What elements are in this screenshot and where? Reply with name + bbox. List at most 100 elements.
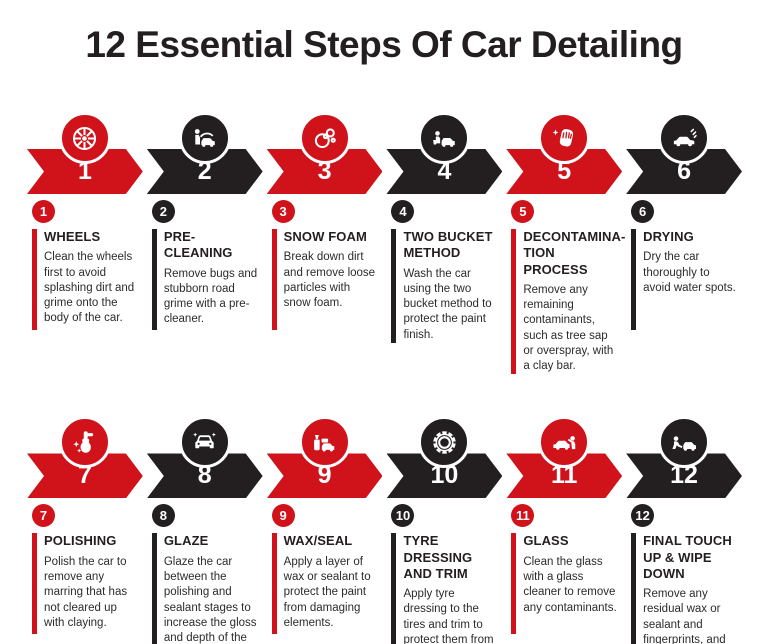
step-badge: 7 — [32, 504, 55, 528]
step-badge: 8 — [151, 504, 175, 528]
step-badge: 3 — [271, 200, 295, 223]
step-icon-wrap — [626, 416, 742, 469]
step-description: Remove any residual wax or sealant and f… — [643, 588, 726, 644]
step-number: 9 — [317, 461, 332, 490]
step-number: 5 — [557, 157, 572, 185]
step-number: 8 — [197, 461, 212, 490]
step-title: SNOW FOAM — [283, 229, 367, 244]
final-wipe-icon — [658, 416, 711, 469]
step-description: Apply a layer of wax or sealant to prote… — [283, 555, 371, 629]
step-title: DRYING — [643, 229, 694, 244]
step-number: 2 — [197, 157, 212, 185]
step-number: 4 — [437, 157, 452, 185]
step-banner: 9 — [267, 453, 383, 498]
step-text-block: DRYING Dry the car thoroughly to avoid wa… — [631, 229, 739, 330]
step-description: Dry the car thoroughly to avoid water sp… — [643, 251, 736, 294]
step-text-block: WAX/SEAL Apply a layer of wax or sealant … — [271, 533, 380, 635]
step-text-block: FINAL TOUCH UP & WIPE DOWN Remove any res… — [631, 533, 739, 644]
step-text-block: SNOW FOAM Break down dirt and remove loos… — [271, 229, 380, 330]
page-title: 12 Essential Steps Of Car Detailing — [85, 24, 683, 65]
step-icon-wrap — [386, 112, 502, 164]
step-description: Remove bugs and stubborn road grime with… — [163, 267, 258, 326]
step-icon-wrap — [506, 112, 622, 164]
step-text-block: GLASS Clean the glass with a glass cleane… — [511, 533, 619, 635]
step-badge: 6 — [631, 200, 655, 223]
cleaning-mitt-icon — [538, 112, 591, 164]
step-badge: 4 — [391, 200, 415, 223]
step-icon-wrap — [506, 416, 622, 469]
step-title: TYRE DRESSING AND TRIM — [403, 533, 473, 581]
shiny-car-icon — [178, 416, 231, 469]
step-description: Clean the wheels first to avoid splashin… — [44, 251, 135, 325]
car-drying-icon — [658, 112, 711, 164]
step-title: WAX/SEAL — [283, 533, 353, 549]
person-washing-car-icon — [178, 112, 231, 164]
step-description: Polish the car to remove any marring tha… — [44, 555, 128, 629]
step-number: 6 — [677, 157, 691, 185]
step-icon-wrap — [267, 112, 383, 164]
step-badge: 12 — [631, 504, 655, 528]
step-banner: 8 — [147, 453, 263, 498]
bucket-wash-icon — [418, 112, 471, 164]
step-title: GLASS — [523, 533, 569, 549]
wax-bottle-car-icon — [298, 416, 351, 469]
step-text-block: WHEELS Clean the wheels first to avoid sp… — [32, 229, 140, 330]
step-number: 3 — [317, 157, 332, 185]
step-icon-wrap — [147, 416, 263, 469]
wheel-icon — [58, 112, 111, 164]
step-title: TWO BUCKET METHOD — [403, 229, 493, 261]
step-description: Break down dirt and remove loose particl… — [283, 251, 376, 310]
step-description: Apply tyre dressing to the tires and tri… — [403, 588, 494, 644]
step-icon-wrap — [147, 112, 263, 164]
step-description: Clean the glass with a glass cleaner to … — [523, 555, 617, 614]
step-title: PRE-CLEANING — [163, 229, 233, 261]
step-badge: 2 — [151, 200, 175, 223]
step-badge: 9 — [271, 504, 295, 528]
step-text-block: TYRE DRESSING AND TRIM Apply tyre dressin… — [391, 533, 499, 644]
glass-cleaning-icon — [538, 416, 591, 469]
step-number: 7 — [77, 461, 92, 490]
polisher-icon — [58, 416, 111, 469]
step-badge: 10 — [391, 504, 415, 528]
step-text-block: TWO BUCKET METHOD Wash the car using the … — [391, 229, 499, 343]
step-description: Remove any remaining contaminants, such … — [523, 283, 614, 373]
step-icon-wrap — [626, 112, 742, 164]
step-badge: 11 — [511, 504, 535, 528]
step-icon-wrap — [267, 416, 383, 469]
step-icon-wrap — [27, 112, 143, 164]
step-text-block: PRE-CLEANING Remove bugs and stubborn roa… — [151, 229, 260, 330]
tire-icon — [418, 416, 471, 469]
step-description: Wash the car using the two bucket method… — [403, 267, 492, 341]
step-title: FINAL TOUCH UP & WIPE DOWN — [643, 533, 732, 581]
step-badge: 1 — [32, 200, 55, 223]
foam-bubbles-icon — [298, 112, 351, 164]
step-title: WHEELS — [44, 229, 101, 244]
